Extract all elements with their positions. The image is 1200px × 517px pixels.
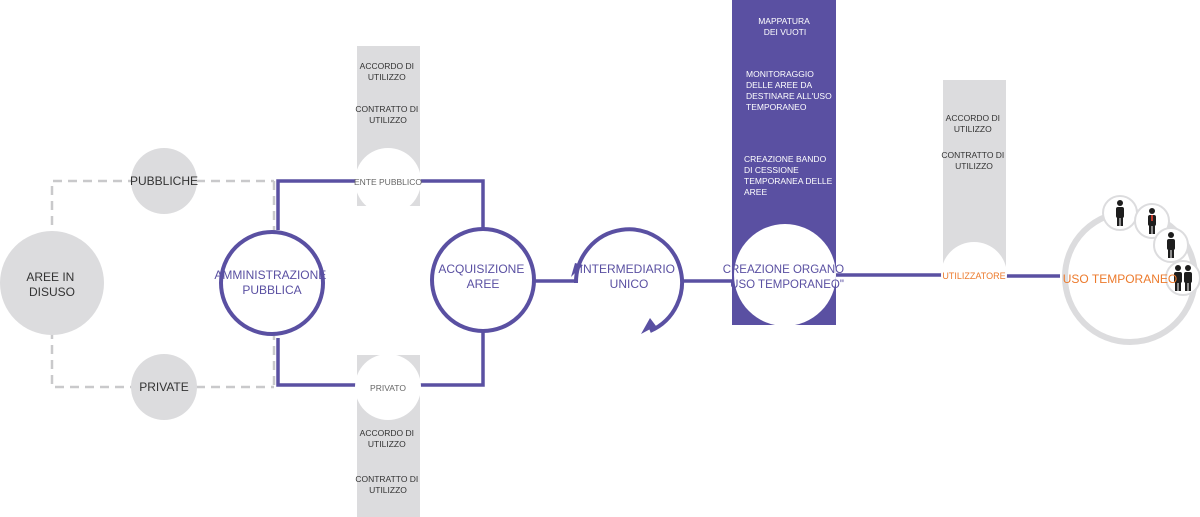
bando-line1: CREAZIONE BANDO [744, 154, 827, 164]
privato-contratto-line1: CONTRATTO DI [355, 474, 418, 484]
monitoraggio-line3: DESTINARE ALL'USO [746, 91, 832, 101]
svg-text:CREAZIONE BANDO DI CESSION: CREAZIONE BANDO DI CESSIONE TEMPORANEA D… [744, 154, 835, 197]
acquisizione-label-line2: AREE [467, 277, 500, 291]
aree-label-line1: AREE IN [26, 270, 74, 284]
dashed-connectors [50, 179, 276, 389]
ente-pubblico-label: ENTE PUBBLICO [354, 177, 422, 187]
svg-text:ACCORDO DI UTILIZZO CO: ACCORDO DI UTILIZZO CONTRATTO DI UTILIZZ… [355, 428, 420, 495]
mappatura-line1: MAPPATURA [758, 16, 810, 26]
amministrazione-label-line1: AMMINISTRAZIONE [214, 268, 326, 282]
bando-line4: AREE [744, 187, 767, 197]
bando-line2: DI CESSIONE [744, 165, 799, 175]
acquisizione-aree-node [430, 227, 536, 333]
amministrazione-label-line2: PUBBLICA [242, 283, 301, 297]
ente-accordo-line1: ACCORDO DI [360, 61, 414, 71]
svg-text:ACCORDO DI UTILIZZO CO: ACCORDO DI UTILIZZO CONTRATTO DI UTILIZZ… [941, 113, 1006, 171]
util-accordo-line2: UTILIZZO [954, 124, 992, 134]
ente-contratto-line2: UTILIZZO [369, 115, 407, 125]
two-persons-icon [1165, 260, 1200, 296]
svg-text:ACCORDO DI UTILIZZO CO: ACCORDO DI UTILIZZO CONTRATTO DI UTILIZZ… [355, 61, 420, 125]
svg-text:AREE IN DISUSO: AREE IN DISUSO [26, 270, 77, 299]
ente-accordo-line2: UTILIZZO [368, 72, 406, 82]
svg-text:CREAZIONE ORGANO "USO TEMP: CREAZIONE ORGANO "USO TEMPORANEO" [723, 264, 848, 291]
uso-temporaneo-label: USO TEMPORANEO [1063, 272, 1177, 286]
monitoraggio-line2: DELLE AREE DA [746, 80, 812, 90]
private-node [131, 354, 197, 420]
bando-line3: TEMPORANEA DELLE [744, 176, 833, 186]
creazione-organo-node [734, 224, 836, 326]
private-label: PRIVATE [139, 380, 189, 394]
person-icon [1153, 227, 1189, 263]
intermediario-label-line2: UNICO [610, 277, 649, 291]
util-contratto-line1: CONTRATTO DI [941, 150, 1004, 160]
pubbliche-node [131, 148, 197, 214]
mappatura-line2: DEI VUOTI [764, 27, 807, 37]
acquisizione-label-line1: ACQUISIZIONE [438, 262, 524, 276]
aree-in-disuso-node [0, 231, 104, 335]
pubbliche-label: PUBBLICHE [130, 174, 198, 188]
arrowhead-icon [641, 318, 656, 334]
monitoraggio-line1: MONITORAGGIO [746, 69, 814, 79]
utilizzatore-label: UTILIZZATORE [942, 271, 1005, 281]
creazione-label-line1: CREAZIONE ORGANO [723, 264, 844, 276]
person-icon [1102, 195, 1138, 231]
arrowhead-icon [571, 263, 583, 277]
privato-accordo-line2: UTILIZZO [368, 439, 406, 449]
svg-text:MAPPATURA DEI VUOTI: MAPPATURA DEI VUOTI [758, 16, 812, 37]
ente-contratto-line1: CONTRATTO DI [355, 104, 418, 114]
person-icon [1134, 203, 1170, 239]
intermediario-unico-node [573, 227, 684, 333]
monitoraggio-line4: TEMPORANEO [746, 102, 807, 112]
aree-label-line2: DISUSO [29, 285, 75, 299]
privato-node [355, 354, 421, 420]
util-accordo-line1: ACCORDO DI [946, 113, 1000, 123]
svg-text:ACQUISIZIONE AREE: ACQUISIZIONE AREE [438, 262, 527, 291]
util-contratto-line2: UTILIZZO [955, 161, 993, 171]
privato-label: PRIVATO [370, 383, 406, 393]
privato-contratto-line2: UTILIZZO [369, 485, 407, 495]
people-icons [1102, 195, 1200, 296]
ente-pubblico-node [355, 148, 421, 214]
amministrazione-pubblica-node [219, 230, 325, 336]
svg-text:MONITORAGGIO DELLE AREE DA: MONITORAGGIO DELLE AREE DA DESTINARE ALL… [746, 69, 834, 112]
svg-text:AMMINISTRAZIONE PUBBLICA: AMMINISTRAZIONE PUBBLICA [214, 268, 329, 297]
utilizzatore-node [941, 242, 1007, 308]
privato-accordo-line1: ACCORDO DI [360, 428, 414, 438]
creazione-label-line2: "USO TEMPORANEO" [726, 279, 844, 291]
intermediario-label-line1: INTERMEDIARIO [580, 262, 675, 276]
svg-text:INTERMEDIARIO UNICO: INTERMEDIARIO UNICO [580, 262, 679, 291]
